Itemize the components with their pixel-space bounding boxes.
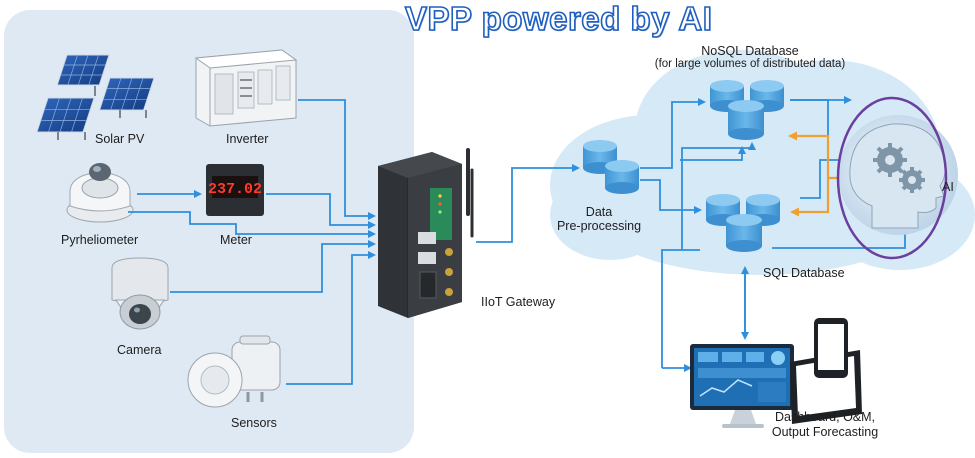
camera-icon — [111, 257, 169, 330]
inverter-icon — [194, 49, 298, 127]
gateway-to-cloud-arrow — [476, 164, 580, 243]
sensors-label: Sensors — [231, 416, 277, 430]
phone-icon — [814, 318, 848, 378]
inverter-label: Inverter — [226, 132, 269, 146]
diagram-title: VPP powered by AI — [404, 0, 713, 38]
meter-icon: 237.02 — [206, 164, 264, 216]
ai-highlight-ring — [836, 96, 948, 260]
camera-label: Camera — [117, 343, 162, 357]
meter-display: 237.02 — [208, 181, 262, 198]
nosql-label-line1: NoSQL Database — [701, 44, 799, 58]
meter-label: Meter — [220, 233, 252, 247]
preprocessing-label: Data Pre-processing — [549, 205, 649, 233]
dashboard-label-line1: Dashboard, O&M, — [774, 410, 876, 424]
dashboard-label-line2: Output Forecasting — [771, 425, 879, 439]
nosql-label: NoSQL Database (for large volumes of dis… — [620, 44, 880, 70]
device-flow-arrows — [128, 99, 376, 385]
iiot-gateway-icon — [378, 148, 474, 318]
dashboard-label: Dashboard, O&M, Output Forecasting — [760, 410, 890, 440]
preprocessing-label-line2: Pre-processing — [556, 219, 642, 233]
sensors-icon — [187, 335, 281, 408]
ai-label: AI — [942, 180, 954, 194]
solar-pv-label: Solar PV — [95, 132, 145, 146]
sql-db-icon — [706, 194, 780, 252]
cloud-flow-arrows — [640, 96, 909, 372]
iiot-gateway-label: IIoT Gateway — [481, 295, 556, 309]
solar-pv-icon — [36, 54, 155, 140]
nosql-db-icon — [710, 80, 784, 140]
sql-label: SQL Database — [763, 266, 845, 280]
pyrheliometer-label: Pyrheliometer — [61, 233, 139, 247]
preprocessing-label-line1: Data — [585, 205, 613, 219]
ai-head-icon — [838, 115, 958, 235]
pyrheliometer-icon — [66, 163, 134, 223]
preprocessing-db-icon — [583, 140, 639, 194]
dashboard-monitor-icon — [690, 344, 794, 428]
nosql-label-line2: (for large volumes of distributed data) — [654, 58, 846, 70]
